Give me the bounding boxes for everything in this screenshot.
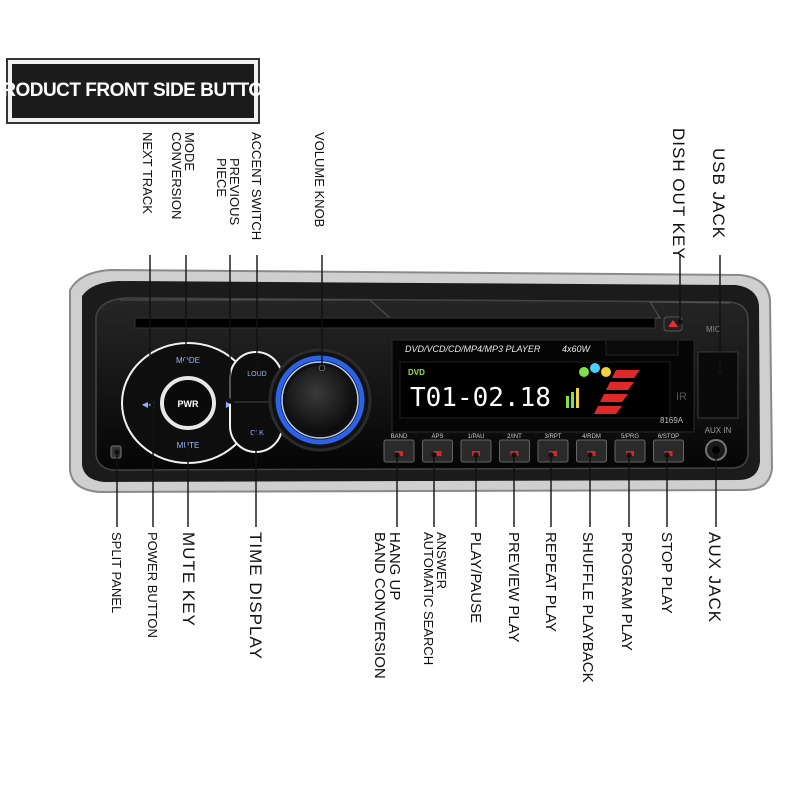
label-aux-jack: AUX JACK	[705, 532, 724, 624]
pwr-label: PWR	[178, 399, 199, 409]
leader-lines	[114, 255, 723, 527]
label-preview-play: PREVIEW PLAY	[505, 532, 522, 643]
right-section: MIC AUX IN	[663, 316, 739, 461]
title-text: PRODUCT FRONT SIDE BUTTON	[0, 64, 276, 118]
volume-knob[interactable]	[268, 348, 372, 452]
power-button[interactable]	[160, 376, 216, 430]
label-mode-conversion: MODE CONVERSION	[169, 132, 197, 220]
preset-keys-row: BAND APS 1/PAU 2/INT 3/RPT 4/RDM 5/PRG 6/STOP	[383, 434, 684, 463]
preset-key-label: 6/STOP	[658, 434, 679, 440]
eq-graphic	[566, 363, 640, 414]
label-time-display: TIME DISPLAY	[246, 532, 265, 660]
label-dish-out-key: DISH OUT KEY	[669, 128, 688, 260]
label-accent-switch: ACCENT SWITCH	[249, 132, 264, 241]
disc-slot	[134, 317, 656, 329]
label-hang-up-band: HANG UP BAND CONVERSION	[371, 532, 403, 679]
power-rating: 4x60W	[562, 344, 592, 354]
label-previous-piece: PREVIOUS PIECE	[214, 158, 242, 226]
control-pad: PWR MODE MUTE ◀◀ ▶▶ LOUD CLK	[121, 342, 283, 464]
preset-key-label: 5/PRG	[621, 434, 639, 440]
label-volume-knob: VOLUME KNOB	[312, 132, 327, 228]
display-readout: T01-02.18	[410, 383, 551, 413]
label-play-pause: PLAY/PAUSE	[467, 532, 484, 624]
display-panel: DVD/VCD/CD/MP4/MP3 PLAYER 4x60W DVD T01-…	[391, 339, 695, 433]
label-usb-jack: USB JACK	[709, 148, 728, 240]
dvd-logo: DVD	[408, 368, 425, 377]
title-banner: PRODUCT FRONT SIDE BUTTON	[0, 58, 276, 124]
preset-key-label: 2/INT	[507, 434, 522, 440]
mic-label: MIC	[706, 325, 721, 334]
ir-label: IR	[676, 391, 687, 403]
prev-track-icon[interactable]: ◀◀	[142, 400, 155, 409]
preset-key-label: BAND	[391, 434, 408, 440]
label-power-button: POWER BUTTON	[145, 532, 160, 638]
preset-key[interactable]: APS	[422, 434, 453, 463]
label-program-play: PROGRAM PLAY	[618, 532, 635, 651]
preset-key-label: 3/RPT	[544, 434, 561, 440]
preset-key-label: APS	[431, 434, 443, 440]
model-line: DVD/VCD/CD/MP4/MP3 PLAYER	[405, 344, 541, 354]
model-number: 8169A	[660, 416, 684, 425]
label-repeat-play: REPEAT PLAY	[542, 532, 559, 633]
loud-button[interactable]: LOUD	[247, 371, 266, 378]
eject-icon[interactable]	[668, 320, 678, 327]
label-split-panel: SPLIT PANEL	[109, 532, 124, 614]
usb-port[interactable]	[697, 351, 739, 419]
label-mute-key: MUTE KEY	[179, 532, 198, 627]
preset-key-label: 1/PAU	[468, 434, 485, 440]
label-stop-play: STOP PLAY	[658, 532, 675, 614]
label-next-track: NEXT TRACK	[140, 132, 155, 214]
aux-in-label: AUX IN	[705, 426, 732, 435]
label-answer-auto-search: ANSWER AUTOMATIC SEARCH	[421, 532, 449, 666]
preset-key[interactable]: 6/STOP	[653, 434, 684, 463]
label-shuffle-playback: SHUFFLE PLAYBACK	[579, 532, 596, 683]
preset-key-label: 4/RDM	[582, 434, 601, 440]
